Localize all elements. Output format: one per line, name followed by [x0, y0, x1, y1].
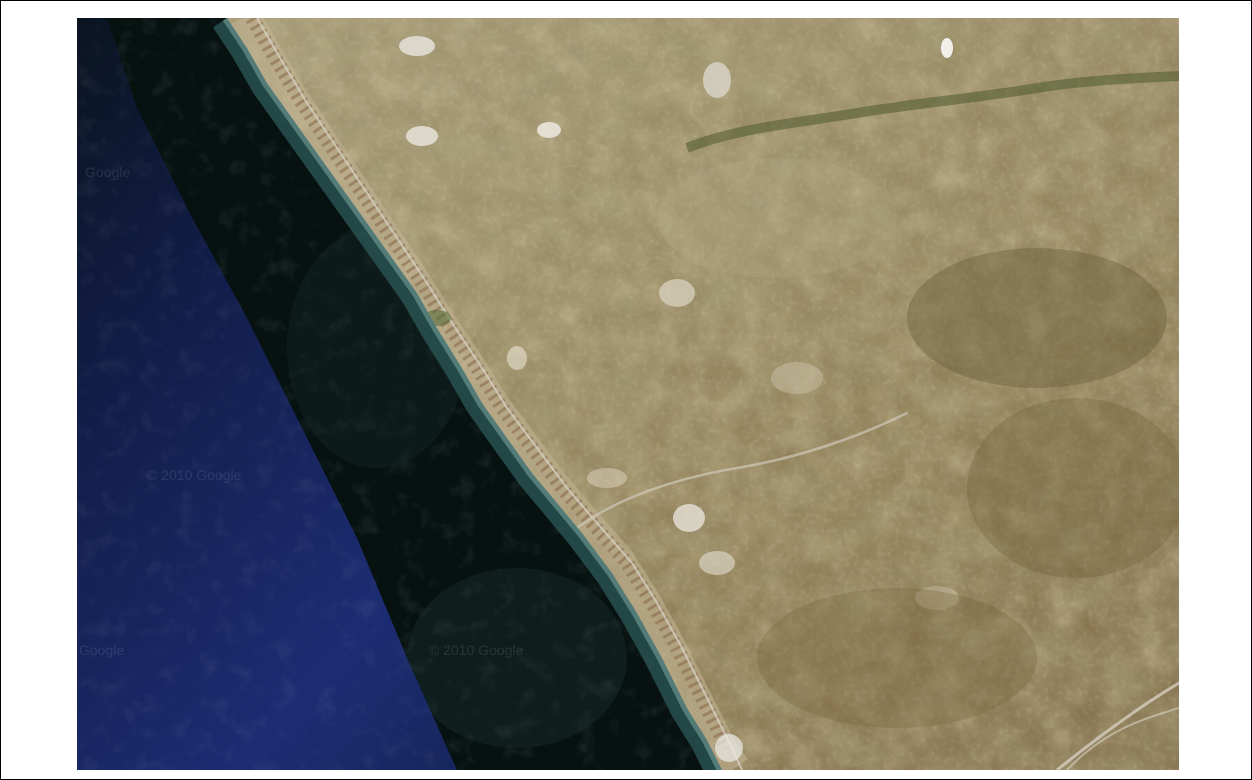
satellite-imagery	[77, 18, 1179, 770]
satellite-map[interactable]: Google © 2010 Google Google © 2010 Googl…	[77, 18, 1179, 770]
